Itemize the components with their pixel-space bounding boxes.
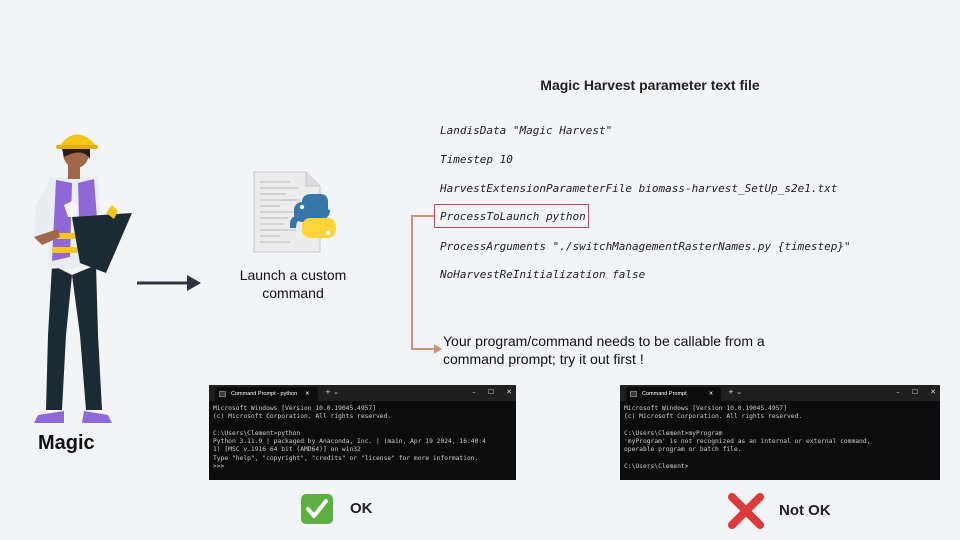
terminal-tab-title: Command Prompt - python [231, 391, 298, 397]
terminal-myprogram-window: Command Prompt ✕ + ⌄ – ☐ ✕ Microsoft Window… [620, 385, 940, 480]
connector-arrow [411, 215, 442, 354]
terminal-icon [219, 391, 226, 397]
right-arrow-icon [137, 275, 201, 291]
new-tab-icon[interactable]: + ⌄ [728, 388, 742, 396]
terminal-titlebar: Command Prompt ✕ + ⌄ – ☐ ✕ [620, 385, 940, 401]
status-ok-label: OK [350, 500, 373, 517]
terminal-line: Microsoft Windows [Version 10.0.19045.49… [624, 405, 788, 412]
terminal-titlebar: Command Prompt - python ✕ + ⌄ – ☐ ✕ [209, 385, 516, 401]
maximize-icon[interactable]: ☐ [911, 388, 919, 396]
param-line-no-harvest-reinit: NoHarvestReInitialization false [440, 268, 646, 281]
terminal-line: Microsoft Windows [Version 10.0.19045.49… [213, 405, 377, 412]
status-not-ok-label: Not OK [779, 502, 831, 519]
terminal-tab[interactable]: Command Prompt - python ✕ [215, 387, 318, 401]
callable-note: Your program/command needs to be callabl… [443, 333, 765, 367]
terminal-line: C:\Users\Clement>myProgram [624, 429, 723, 437]
terminal-line: (c) Microsoft Corporation. All rights re… [624, 413, 803, 421]
minimize-icon[interactable]: – [896, 388, 900, 396]
minimize-icon[interactable]: – [472, 388, 476, 396]
param-line-harvest-parameter-file: HarvestExtensionParameterFile biomass-ha… [440, 182, 838, 195]
close-window-icon[interactable]: ✕ [506, 388, 512, 396]
terminal-line: 'myProgram' is not recognized as an inte… [624, 438, 871, 446]
terminal-line [624, 455, 936, 463]
worker-illustration [34, 134, 132, 423]
terminal-line: operable program or batch file. [624, 446, 742, 454]
terminal-line [624, 422, 936, 430]
terminal-line [213, 422, 512, 430]
cross-mark-icon [728, 493, 764, 529]
terminal-prompt[interactable]: >>> [213, 463, 225, 471]
new-tab-icon[interactable]: + ⌄ [325, 388, 339, 396]
character-label: Magic [38, 432, 95, 454]
terminal-output: Microsoft Windows [Version 10.0.19045.49… [209, 401, 516, 475]
terminal-tab[interactable]: Command Prompt ✕ [626, 387, 722, 401]
python-file-icon [253, 171, 336, 253]
terminal-line: C:\Users\Clement>python [213, 429, 301, 437]
terminal-python-window: Command Prompt - python ✕ + ⌄ – ☐ ✕ Microso… [209, 385, 516, 480]
close-tab-icon[interactable]: ✕ [305, 391, 310, 397]
maximize-icon[interactable]: ☐ [487, 388, 495, 396]
terminal-line: Python 3.11.9 | packaged by Anaconda, In… [213, 438, 486, 446]
terminal-line: Type "help", "copyright", "credits" or "… [213, 454, 479, 462]
close-tab-icon[interactable]: ✕ [708, 391, 714, 397]
terminal-line: (c) Microsoft Corporation. All rights re… [213, 413, 392, 421]
param-line-landisdata: LandisData "Magic Harvest" [440, 124, 613, 137]
parameter-file-title: Magic Harvest parameter text file [540, 77, 760, 93]
terminal-tab-title: Command Prompt [642, 391, 687, 397]
param-line-process-arguments: ProcessArguments "./switchManagementRast… [440, 240, 851, 253]
launch-command-label: Launch a custom command [239, 267, 347, 301]
close-window-icon[interactable]: ✕ [930, 388, 936, 396]
param-line-process-to-launch: ProcessToLaunch python [440, 210, 586, 223]
terminal-output: Microsoft Windows [Version 10.0.19045.49… [620, 401, 940, 475]
process-to-launch-highlight [434, 204, 589, 228]
param-line-timestep: Timestep 10 [440, 153, 513, 166]
terminal-prompt[interactable]: C:\Users\Clement> [624, 463, 689, 471]
terminal-line: 1) [MSC v.1916 64 bit (AMD64)] on win32 [213, 446, 361, 454]
check-mark-icon [301, 494, 333, 524]
terminal-icon [630, 391, 637, 397]
